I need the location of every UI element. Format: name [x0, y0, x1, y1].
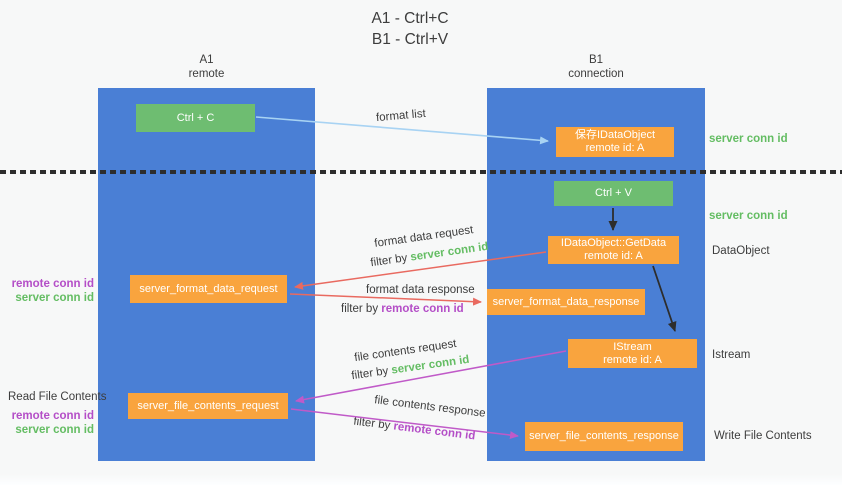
- box-server-file-contents-response-label: server_file_contents_response: [529, 430, 679, 442]
- box-server-format-data-response-label: server_format_data_response: [492, 295, 640, 308]
- box-idataobject-getdata-line2: remote id: A: [584, 250, 643, 262]
- filter-prefix: filter by: [341, 303, 379, 315]
- title-line-2: B1 - Ctrl+V: [371, 31, 449, 48]
- left-conn-id-group-2: remote conn id server conn id: [0, 410, 94, 437]
- box-server-file-contents-request-label: server_file_contents_request: [137, 399, 279, 412]
- server-conn-id-left-2: server conn id: [15, 423, 94, 436]
- istream-label: Istream: [712, 349, 751, 361]
- box-ctrl-c-label: Ctrl + C: [176, 111, 215, 124]
- box-idataobject-getdata: IDataObject::GetData remote id: A: [548, 236, 679, 264]
- remote-conn-id-left-2: remote conn id: [11, 410, 94, 422]
- left-conn-id-group-1: remote conn id server conn id: [0, 278, 94, 305]
- server-conn-id-right-2: server conn id: [709, 210, 788, 222]
- remote-conn-id-left-1: remote conn id: [11, 278, 94, 290]
- box-istream: IStream remote id: A: [568, 339, 697, 368]
- box-server-format-data-request-label: server_format_data_request: [139, 282, 278, 295]
- column-a-id: A1: [199, 54, 214, 66]
- box-istream-line2: remote id: A: [603, 353, 662, 366]
- write-file-contents-label: Write File Contents: [714, 430, 812, 442]
- box-save-idataobject-line2: remote id: A: [585, 142, 645, 154]
- box-save-idataobject-line1: 保存IDataObject: [574, 129, 656, 141]
- remote-conn-id-keyword: remote conn id: [381, 303, 464, 315]
- filter-by-remote-conn-id-label-1: filter by remote conn id: [341, 303, 464, 315]
- box-idataobject-getdata-line1: IDataObject::GetData: [560, 237, 667, 249]
- server-conn-id-left-1: server conn id: [15, 291, 94, 304]
- box-ctrl-c: Ctrl + C: [136, 104, 255, 132]
- box-ctrl-v-label: Ctrl + V: [595, 187, 632, 199]
- box-server-file-contents-response: server_file_contents_response: [525, 422, 683, 451]
- format-data-response-label: format data response: [366, 284, 475, 296]
- column-a-header: A1 remote: [98, 53, 315, 81]
- column-b-role: connection: [568, 68, 624, 80]
- format-data-response-arrow: [289, 293, 482, 306]
- file-contents-request-arrow: [295, 350, 567, 404]
- title-line-1: A1 - Ctrl+C: [371, 10, 449, 27]
- box-istream-line1: IStream: [613, 340, 652, 353]
- box-server-format-data-request: server_format_data_request: [130, 275, 287, 303]
- box-server-format-data-response: server_format_data_response: [487, 289, 645, 315]
- server-conn-id-right-1: server conn id: [709, 133, 788, 145]
- column-b-header: B1 connection: [487, 53, 705, 81]
- file-contents-response-arrow: [290, 408, 519, 440]
- format-data-request-arrow: [294, 251, 547, 290]
- dataobject-label: DataObject: [712, 245, 770, 257]
- getdata-to-istream-arrow: [652, 265, 677, 332]
- bottom-strip: [0, 474, 842, 485]
- column-a-role: remote: [188, 68, 225, 80]
- box-server-file-contents-request: server_file_contents_request: [128, 393, 288, 419]
- diagram-title: A1 - Ctrl+C B1 - Ctrl+V: [280, 8, 540, 50]
- format-list-arrow: [255, 116, 549, 145]
- column-b-id: B1: [588, 54, 604, 66]
- read-file-contents-label: Read File Contents: [8, 391, 107, 403]
- dashed-separator: [0, 170, 842, 174]
- box-ctrl-v: Ctrl + V: [554, 181, 673, 206]
- box-save-idataobject: 保存IDataObject remote id: A: [556, 127, 674, 157]
